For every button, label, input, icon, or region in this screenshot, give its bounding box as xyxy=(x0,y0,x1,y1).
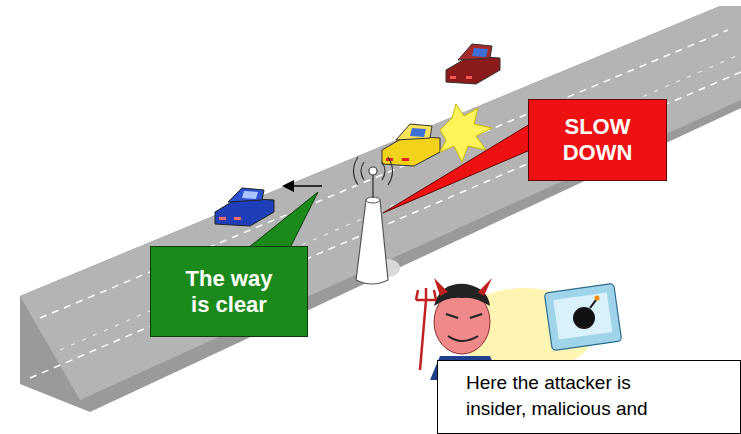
callout-tail xyxy=(248,192,318,248)
note-box: Here the attacker is insider, malicious … xyxy=(437,360,741,434)
node-text: The way is clear xyxy=(179,266,279,318)
lane-marking xyxy=(60,54,741,350)
lane-marking xyxy=(40,30,728,318)
blue-car xyxy=(215,188,274,226)
road-surface xyxy=(20,6,741,400)
callout-tail xyxy=(383,124,530,213)
alert-callout: SLOW DOWN xyxy=(528,99,667,181)
direction-arrow xyxy=(292,185,322,187)
info-callout: The way is clear xyxy=(150,246,308,337)
node-text: SLOW DOWN xyxy=(548,114,648,166)
yellow-car xyxy=(382,124,440,166)
roadside-unit xyxy=(354,157,401,284)
node-text: Here the attacker is insider, malicious … xyxy=(466,370,696,422)
red-car xyxy=(446,44,500,84)
lane-marking xyxy=(30,72,741,378)
arrow-head xyxy=(282,180,294,192)
road-side xyxy=(20,6,741,412)
